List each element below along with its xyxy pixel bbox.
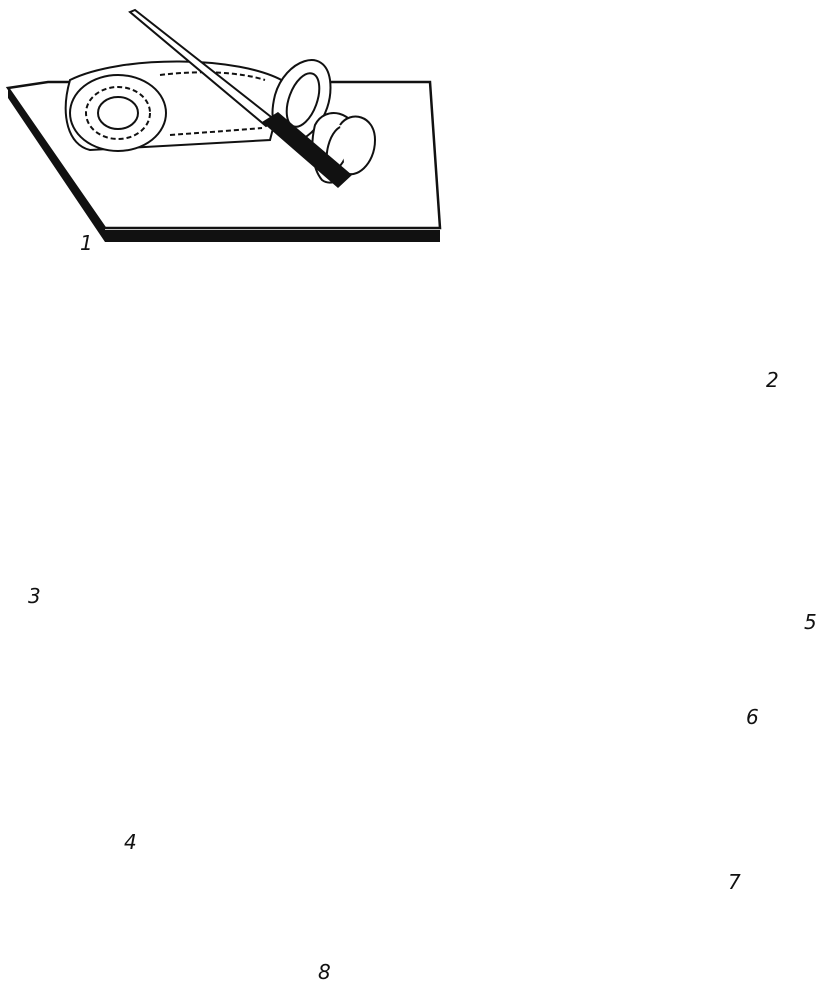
step-number-1: 1 [80, 233, 93, 253]
step-number-7: 7 [728, 872, 741, 892]
step-number-5: 5 [804, 612, 817, 632]
step-number-8: 8 [318, 962, 331, 982]
step-number-6: 6 [746, 707, 759, 727]
step-number-3: 3 [28, 586, 41, 606]
step-1-cutting-board-scene [8, 10, 440, 242]
step-number-2: 2 [766, 370, 779, 390]
step-number-4: 4 [124, 832, 137, 852]
